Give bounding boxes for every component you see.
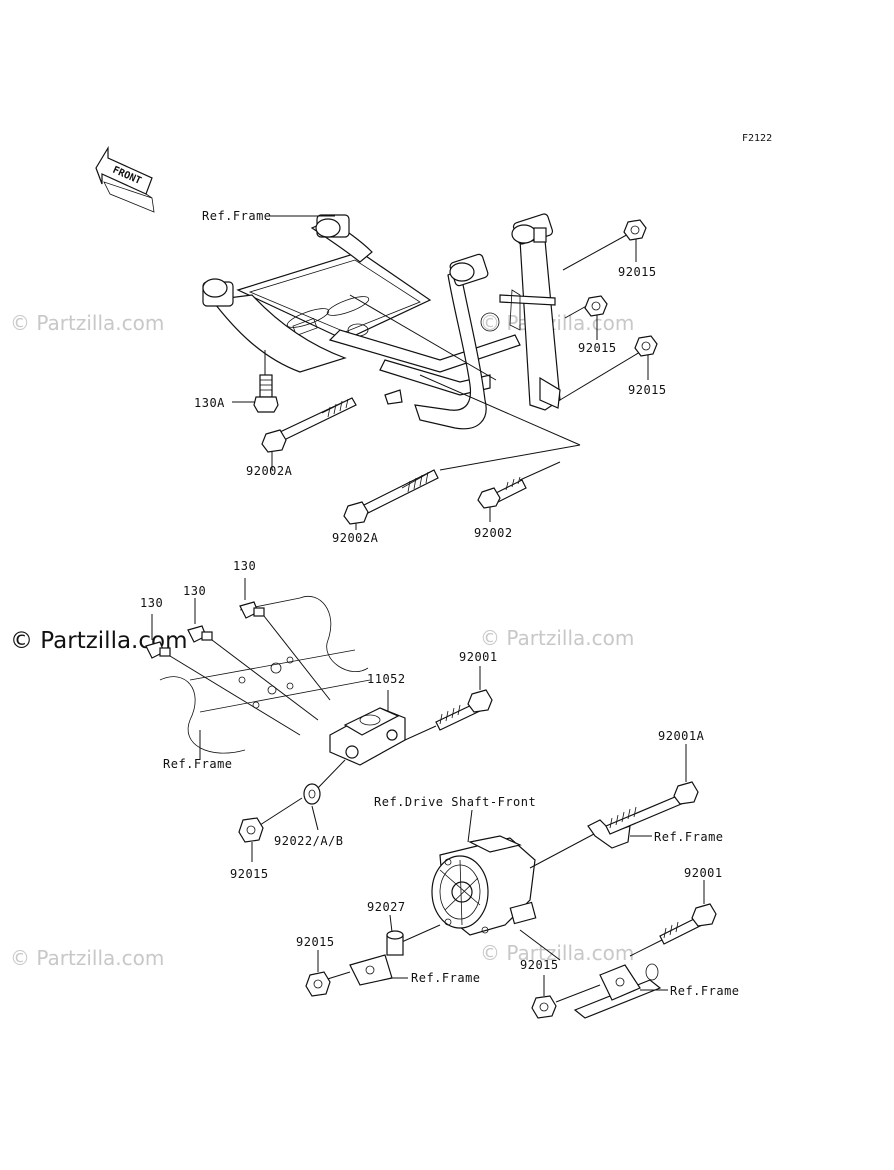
leader-line [559, 351, 641, 401]
flange-nut [305, 971, 331, 997]
callout-92015: 92015 [618, 265, 657, 279]
leader-line [629, 939, 663, 957]
long-bolt-92002a [261, 397, 357, 453]
flange-nut [584, 295, 608, 317]
bolt-92001a [605, 781, 699, 835]
leader-line [311, 805, 319, 831]
callout-92015: 92015 [628, 383, 667, 397]
callout-92001a: 92001A [658, 729, 705, 743]
watermark: © Partzilla.com [10, 311, 164, 335]
bolt-92001 [659, 903, 717, 945]
mount-bushing [315, 214, 350, 238]
callout-130a: 130A [194, 396, 225, 410]
mount-bushing [202, 278, 234, 307]
long-bolt-92002a [343, 469, 439, 525]
frame-tab [349, 954, 393, 986]
front-differential [431, 835, 537, 936]
bolt-130 [239, 601, 265, 619]
leader-line [562, 231, 633, 271]
leader-line [349, 294, 497, 381]
leader-line [555, 984, 601, 1003]
leader-line [259, 797, 303, 826]
watermark: © Partzilla.com [10, 946, 164, 970]
leader-line [439, 444, 581, 471]
bolt-130 [145, 641, 171, 659]
front-arrow-icon: FRONT [95, 145, 155, 213]
bolt-130 [187, 625, 213, 643]
flange-nut [623, 219, 647, 241]
callout-130: 130 [233, 559, 256, 573]
watermark: © Partzilla.com [480, 311, 634, 335]
callout-92001: 92001 [459, 650, 498, 664]
leader-line [389, 914, 393, 933]
engine-mount-bracket [202, 213, 561, 430]
figure-code: F2122 [742, 133, 772, 144]
mount-bushing [449, 253, 489, 287]
callout-92002a: 92002A [246, 464, 293, 478]
callout-11052: 11052 [367, 672, 406, 686]
callout-130: 130 [183, 584, 206, 598]
callout-92002a: 92002A [332, 531, 379, 545]
frame-rail [573, 963, 662, 1019]
washer-92022 [303, 783, 321, 805]
callout-ref-frame: Ref.Frame [670, 984, 740, 998]
flange-nut [238, 817, 264, 843]
callout-92002: 92002 [474, 526, 513, 540]
leader-line [404, 725, 437, 741]
frame-section [159, 596, 371, 754]
leader-line [519, 461, 561, 481]
watermark: © Partzilla.com [480, 626, 634, 650]
leader-line [467, 809, 473, 843]
callout-92015: 92015 [520, 958, 559, 972]
leader-line [419, 374, 581, 446]
mount-bushing [511, 213, 554, 245]
frame-tab [587, 819, 631, 849]
leader-line [263, 615, 331, 701]
leader-line [529, 833, 595, 869]
callout-ref-frame: Ref.Frame [202, 209, 272, 223]
callout-ref-drive-shaft-front: Ref.Drive Shaft-Front [374, 795, 536, 809]
diff-mount-bracket-11052 [329, 707, 406, 766]
flange-nut [531, 995, 557, 1019]
bolt-130a [253, 374, 279, 413]
callout-92027: 92027 [367, 900, 406, 914]
spacer-92027 [386, 930, 404, 956]
leader-line [519, 929, 561, 961]
callout-92022: 92022/A/B [274, 834, 344, 848]
leader-line [211, 639, 319, 721]
callout-ref-frame: Ref.Frame [654, 830, 724, 844]
leader-line [315, 759, 346, 791]
callout-130: 130 [140, 596, 163, 610]
flange-nut [634, 335, 658, 357]
callout-92015: 92015 [296, 935, 335, 949]
bolt-92001 [435, 689, 493, 731]
leader-line [169, 655, 301, 736]
callout-92001: 92001 [684, 866, 723, 880]
callout-92015: 92015 [230, 867, 269, 881]
watermark: © Partzilla.com [480, 941, 634, 965]
callout-ref-frame: Ref.Frame [411, 971, 481, 985]
callout-92015: 92015 [578, 341, 617, 355]
callout-ref-frame: Ref.Frame [163, 757, 233, 771]
bolt-92002 [477, 476, 527, 509]
